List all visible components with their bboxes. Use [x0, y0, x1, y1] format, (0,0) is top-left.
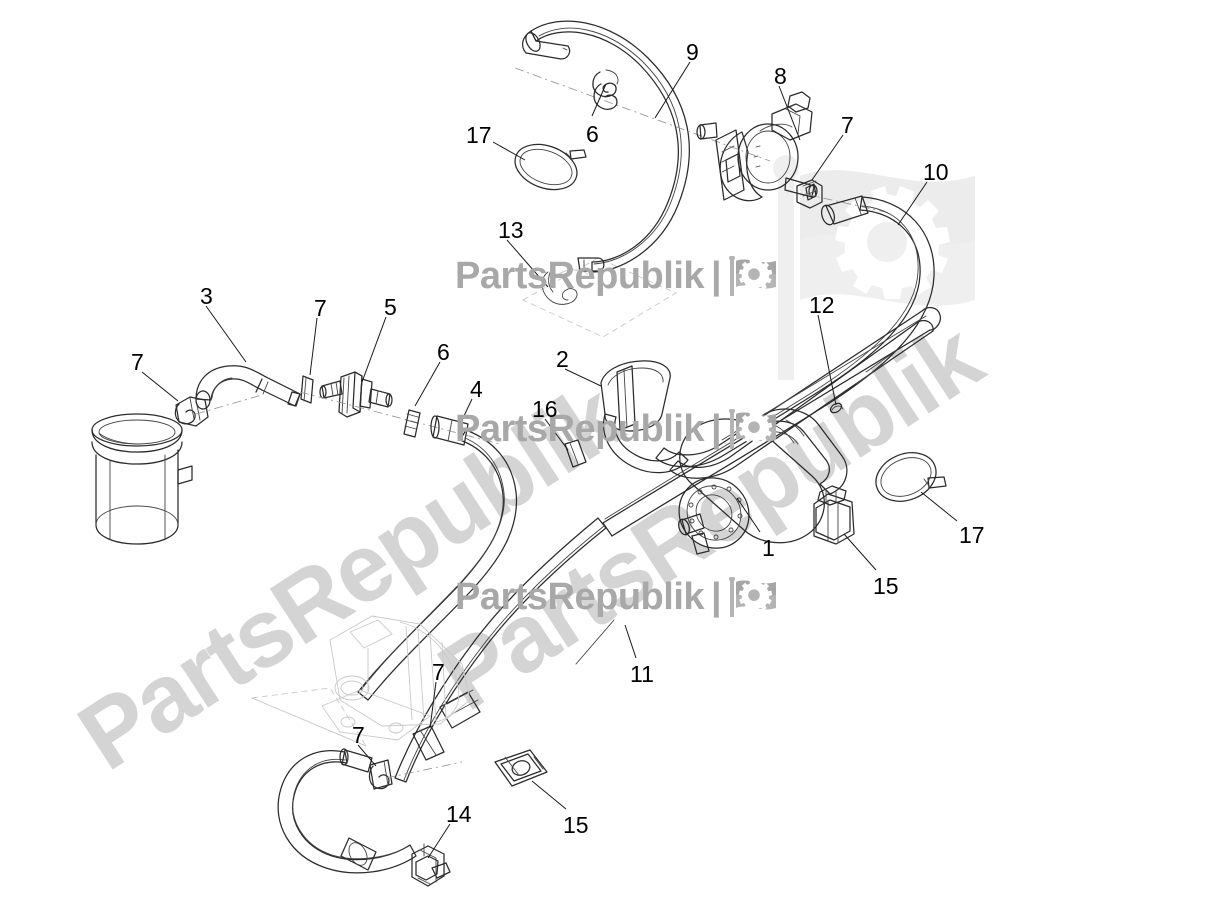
label-7d: 7 — [432, 659, 445, 685]
label-9-leader — [654, 61, 691, 119]
label-7c: 7 — [131, 349, 144, 375]
part-clamp-15-bottom — [494, 749, 548, 787]
label-15b-leader — [531, 780, 567, 810]
part-clamp-7-bottom — [368, 759, 393, 790]
label-17a-leader — [492, 141, 526, 161]
label-3: 3 — [200, 283, 213, 309]
label-5-leader — [361, 316, 387, 383]
part-sensor-14 — [411, 843, 451, 887]
part-hose-9 — [521, 20, 690, 273]
label-7d-leader — [429, 681, 437, 729]
axis-line-left-1 — [195, 394, 263, 415]
label-6a: 6 — [586, 121, 599, 147]
label-2-leader — [564, 368, 602, 387]
label-15a-leader — [843, 533, 877, 571]
label-5: 5 — [384, 294, 397, 320]
label-15a: 15 — [873, 573, 899, 599]
label-1: 1 — [762, 535, 775, 561]
label-4-leader — [462, 398, 473, 419]
label-7a-leader — [811, 134, 844, 181]
label-10-leader — [897, 181, 928, 226]
label-2: 2 — [556, 346, 569, 372]
axis-line-left-2 — [299, 391, 501, 445]
part-clamp-15-right — [813, 485, 855, 545]
label-17a: 17 — [466, 122, 492, 148]
part-spring-6 — [403, 409, 421, 438]
part-tie-wrap-17-right — [875, 452, 947, 502]
label-17b: 17 — [959, 522, 985, 548]
part-tie-wrap-17-left — [514, 143, 587, 191]
watermark-big-flag-icon — [760, 150, 1010, 400]
label-7e-leader — [357, 744, 377, 767]
part-connector-4 — [430, 415, 469, 446]
label-3-leader — [205, 305, 247, 363]
label-14: 14 — [446, 801, 472, 827]
label-7b: 7 — [314, 295, 327, 321]
label-12-leader — [817, 314, 837, 406]
axis-line-clamp7 — [804, 193, 891, 214]
label-4: 4 — [470, 376, 483, 402]
label-6a-leader — [591, 83, 607, 117]
part-bracket-2 — [600, 360, 689, 474]
label-7c-leader — [141, 371, 179, 402]
label-6b-leader — [414, 361, 441, 407]
part-fuel-tank-cylinder — [91, 413, 193, 545]
part-spacer-7 — [300, 375, 314, 404]
label-1-leader — [736, 497, 761, 533]
label-7b-leader — [309, 317, 318, 376]
label-9: 9 — [686, 39, 699, 65]
label-7a: 7 — [841, 112, 854, 138]
part-ghost-13 — [522, 257, 677, 338]
label-12: 12 — [809, 292, 835, 318]
part-hose-3 — [195, 365, 301, 410]
label-leader-lines — [141, 61, 958, 859]
label-16-leader — [544, 418, 569, 451]
part-clip-16 — [564, 439, 587, 468]
label-10: 10 — [923, 159, 949, 185]
part-hose-coupler — [439, 689, 481, 729]
label-7e: 7 — [352, 722, 365, 748]
part-fuel-pump-1 — [678, 408, 848, 555]
part-grommet-12 — [655, 306, 942, 479]
part-pressure-regulator-8 — [696, 91, 818, 202]
label-6b: 6 — [437, 339, 450, 365]
part-hose-10 — [602, 195, 935, 537]
part-hose-11 — [575, 619, 615, 665]
label-15b: 15 — [563, 812, 589, 838]
label-11: 11 — [630, 661, 654, 687]
part-clamp-7-mid — [412, 725, 445, 761]
axis-line-top — [514, 67, 771, 162]
part-fuel-filter-5 — [319, 371, 393, 418]
label-17b-leader — [920, 491, 958, 522]
label-14-leader — [427, 823, 451, 859]
part-hose-bottom — [277, 748, 417, 874]
label-8-leader — [778, 85, 801, 141]
part-throttle-body-ghost — [250, 615, 471, 747]
axis-line-bottom — [385, 761, 463, 779]
part-hose-supply-loop — [357, 429, 607, 783]
label-8: 8 — [774, 63, 787, 89]
label-11-leader — [624, 624, 637, 659]
label-13: 13 — [498, 217, 524, 243]
part-spring-clip-6-top — [592, 69, 619, 110]
label-16: 16 — [532, 396, 558, 422]
label-13-leader — [506, 239, 549, 288]
